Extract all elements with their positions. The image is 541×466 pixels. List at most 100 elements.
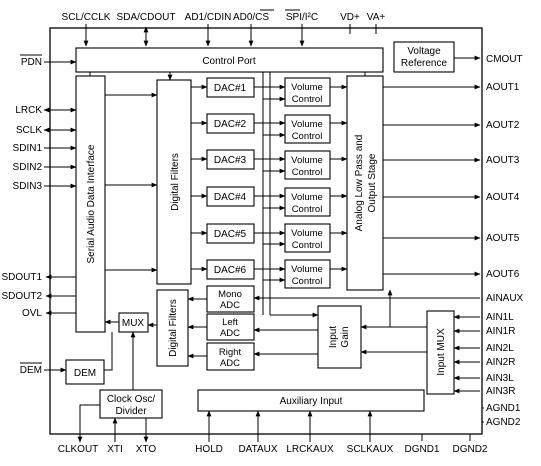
pin-clkout: CLKOUT (58, 444, 99, 455)
digital-filters-adc-block (156, 289, 189, 367)
volume-control-4-label-b: Control (292, 204, 323, 215)
volume-control-1-label-b: Control (292, 94, 323, 105)
dac2-label: DAC#2 (214, 119, 247, 130)
pin-sdin1: SDIN1 (13, 143, 43, 154)
pin-dem: DEM (20, 365, 42, 376)
input-mux-label: Input MUX (436, 328, 447, 376)
pin-dgnd1: DGND1 (404, 444, 439, 455)
pin-lrckaux: LRCKAUX (286, 444, 334, 455)
pin-sdout2: SDOUT2 (1, 291, 42, 302)
pin-ain2r: AIN2R (486, 357, 515, 368)
pin-aout6: AOUT6 (486, 269, 520, 280)
pin-sdin2: SDIN2 (13, 162, 43, 173)
pin-hold: HOLD (195, 444, 223, 455)
analog-lpf-label-2: Output Stage (367, 153, 378, 212)
chip-outline (49, 27, 483, 435)
pin-aout1: AOUT1 (486, 82, 520, 93)
pin-ain1l: AIN1L (486, 312, 514, 323)
dac6-label: DAC#6 (214, 265, 247, 276)
volume-control-5-label-a: Volume (291, 228, 323, 239)
right-pins: CMOUT AOUT1 AOUT2 AOUT3 AOUT4 AOUT5 AOUT… (482, 54, 524, 428)
clock-osc-label-b: Divider (115, 406, 147, 417)
pin-agnd2: AGND2 (486, 417, 521, 428)
pin-aout3: AOUT3 (486, 155, 520, 166)
pin-ain2l: AIN2L (486, 343, 514, 354)
volume-control-4 (284, 187, 331, 217)
control-port-block (75, 47, 384, 73)
input-mux-block (426, 310, 455, 395)
mono-adc-label-b: ADC (220, 300, 240, 311)
digital-filters-dac-block (156, 79, 192, 285)
pin-vd: VD+ (340, 12, 360, 23)
pin-ad0-cs: AD0/CS (233, 12, 269, 23)
volume-control-1 (284, 77, 331, 107)
serial-audio-interface-block (75, 75, 106, 333)
dac5-label: DAC#5 (214, 229, 247, 240)
clock-osc-divider-block (99, 389, 163, 419)
dac1-label: DAC#1 (214, 83, 247, 94)
right-adc-block (206, 342, 255, 371)
voltage-reference-block (393, 41, 455, 73)
pin-ain3l: AIN3L (486, 373, 514, 384)
dac-column: DAC#1 DAC#2 DAC#3 DAC#4 DAC#5 DAC#6 (206, 77, 255, 280)
pin-ain1r: AIN1R (486, 326, 515, 337)
pin-agnd1: AGND1 (486, 403, 521, 414)
volume-control-5 (284, 223, 331, 253)
left-adc-label-a: Left (222, 317, 238, 328)
bottom-pins: CLKOUT XTI XTO HOLD DATAUX LRCKAUX SCLKA… (58, 444, 488, 455)
mux-label: MUX (122, 318, 145, 329)
volume-control-5-label-b: Control (292, 240, 323, 251)
pin-xti: XTI (107, 444, 123, 455)
pin-sclkaux: SCLKAUX (347, 444, 394, 455)
digital-filters-dac-label: Digital Filters (170, 153, 181, 211)
voltage-reference-label-1: Voltage (407, 46, 441, 57)
dem-block (65, 359, 105, 385)
dem-label: DEM (74, 368, 96, 379)
mono-adc-block (206, 285, 255, 313)
input-gain-label-a: Input (328, 326, 339, 348)
input-gain-label-b: Gain (340, 326, 351, 347)
pin-va: VA+ (367, 12, 386, 23)
pin-spi-i2c: SPI/I²C (286, 12, 318, 23)
pin-cmout: CMOUT (486, 54, 523, 65)
left-adc-label-b: ADC (220, 328, 240, 339)
pin-dataux: DATAUX (238, 444, 277, 455)
volume-control-column: Volume Control Volume Control Volume Con… (284, 77, 331, 289)
pin-lrck: LRCK (15, 105, 42, 116)
pin-aout5: AOUT5 (486, 233, 520, 244)
volume-control-2 (284, 114, 331, 144)
top-pins: SCL/CCLK SDA/CDOUT AD1/CDIN AD0/CS SPI/I… (62, 9, 386, 47)
right-adc-label-a: Right (219, 347, 242, 358)
pin-aout2: AOUT2 (486, 120, 520, 131)
volume-control-3-label-a: Volume (291, 155, 323, 166)
analog-lpf-label-1: Analog Low Pass and (354, 135, 365, 232)
clock-osc-label-a: Clock Osc/ (107, 394, 156, 405)
mono-adc-label-a: Mono (218, 289, 242, 300)
analog-lpf-output-stage-block (346, 75, 384, 291)
volume-control-2-label-a: Volume (291, 119, 323, 130)
volume-control-6 (284, 259, 331, 289)
pin-sda-cdout: SDA/CDOUT (117, 12, 176, 23)
dac4-label: DAC#4 (214, 192, 247, 203)
volume-control-3-label-b: Control (292, 167, 323, 178)
volume-control-1-label-a: Volume (291, 82, 323, 93)
volume-control-4-label-a: Volume (291, 192, 323, 203)
right-adc-label-b: ADC (220, 358, 240, 369)
pin-sdin3: SDIN3 (13, 181, 43, 192)
pin-ovl: OVL (22, 308, 42, 319)
control-port-label: Control Port (202, 56, 256, 67)
auxiliary-input-label: Auxiliary Input (280, 396, 343, 407)
pin-ad1-cdin: AD1/CDIN (185, 12, 232, 23)
left-pins: PDN LRCK SCLK SDIN1 SDIN2 SDIN3 SDOUT1 S… (1, 54, 43, 376)
pin-xto: XTO (136, 444, 157, 455)
pin-scl-cclk: SCL/CCLK (62, 12, 111, 23)
pin-sclk: SCLK (16, 125, 42, 136)
pin-dgnd2: DGND2 (452, 444, 487, 455)
pin-sdout1: SDOUT1 (1, 272, 42, 283)
wire-dem-mux (104, 332, 113, 371)
serial-audio-interface-label: Serial Audio Data Interface (86, 144, 97, 263)
pin-aout4: AOUT4 (486, 192, 520, 203)
volume-control-6-label-b: Control (292, 276, 323, 287)
wire-clkout (77, 404, 100, 443)
internal-wiring (43, 55, 481, 443)
